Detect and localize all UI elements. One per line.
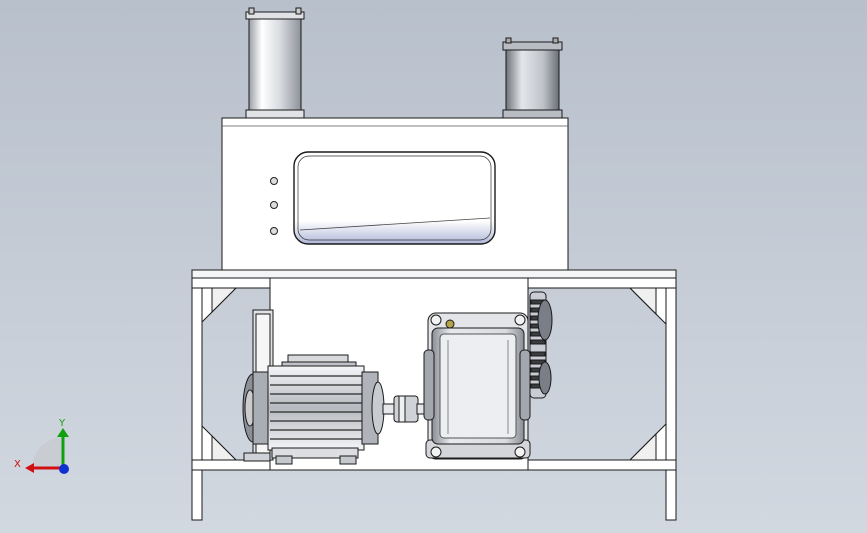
x-axis-label: X — [14, 459, 21, 470]
triad-plane — [32, 438, 62, 468]
fastener-holes — [270, 177, 278, 235]
right-cylinder[interactable] — [502, 37, 563, 119]
upper-housing[interactable] — [221, 117, 569, 271]
left-cylinder[interactable] — [245, 7, 305, 119]
y-arrow-head — [57, 428, 69, 437]
z-axis-dot — [59, 464, 69, 474]
y-axis-label: Y — [58, 418, 66, 429]
window-opening — [293, 151, 496, 245]
gearbox[interactable] — [423, 312, 531, 460]
x-arrow-head — [25, 463, 34, 473]
coordinate-triad: Y X — [14, 418, 69, 474]
chain-sprocket[interactable] — [529, 291, 553, 399]
electric-motor[interactable] — [242, 354, 385, 465]
